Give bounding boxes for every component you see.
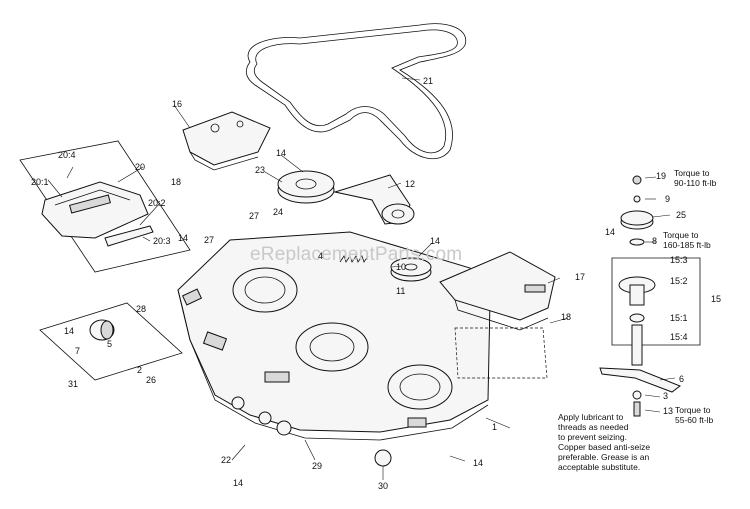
callout-11: 11 — [396, 286, 406, 296]
callout-13: 13 — [663, 406, 674, 416]
torque-note-8-line-1: Torque to — [663, 230, 699, 240]
callout-15-1: 15:1 — [670, 313, 688, 323]
callout-4: 4 — [318, 251, 324, 261]
callout-14-d: 14 — [430, 236, 441, 246]
callout-27-b: 27 — [204, 235, 215, 245]
bolt-part-13 — [633, 401, 641, 417]
callout-15: 15 — [711, 294, 722, 304]
callout-5: 5 — [107, 339, 113, 349]
washer-part-3 — [632, 390, 642, 400]
callout-10: 10 — [396, 262, 407, 272]
callout-15-4: 15:4 — [670, 332, 688, 342]
callout-17: 17 — [575, 272, 586, 282]
spring-part-4 — [339, 255, 369, 263]
spindle-part-15 — [618, 175, 656, 366]
callout-12: 12 — [405, 179, 416, 189]
callout-14-e: 14 — [605, 227, 616, 237]
anti-scalp-wheel-part-7 — [89, 319, 115, 341]
torque-note-19-line-2: 90-110 ft-lb — [674, 178, 717, 188]
lubricant-note-line-3: to prevent seizing. — [558, 432, 627, 442]
callout-9: 9 — [665, 194, 671, 204]
callout-24: 24 — [273, 207, 284, 217]
idler-arm-part-12 — [333, 174, 415, 225]
callout-20-1: 20:1 — [31, 177, 49, 187]
callout-22: 22 — [221, 455, 232, 465]
right-cover-part-17 — [439, 251, 556, 331]
callout-26: 26 — [146, 375, 157, 385]
callout-15-2: 15:2 — [670, 276, 688, 286]
callout-1: 1 — [492, 422, 498, 432]
callout-14-b: 14 — [178, 233, 189, 243]
callout-19: 19 — [656, 171, 667, 181]
lubricant-note-line-5: preferable. Grease is an — [558, 452, 650, 462]
leader-lines — [47, 77, 676, 480]
callout-3: 3 — [663, 391, 669, 401]
lubricant-note-line-6: acceptable substitute. — [558, 462, 641, 472]
left-cover-part-20 — [41, 181, 149, 239]
callout-16: 16 — [172, 99, 183, 109]
torque-note-8-line-2: 160-185 ft-lb — [663, 240, 711, 250]
callout-14-g: 14 — [473, 458, 484, 468]
callout-21: 21 — [423, 76, 434, 86]
lubricant-note-line-2: threads as needed — [558, 422, 629, 432]
torque-note-13-line-1: Torque to — [675, 405, 711, 415]
watermark-text: eReplacementParts.com — [250, 244, 463, 265]
callout-6: 6 — [679, 374, 685, 384]
blade-part-6 — [599, 367, 682, 393]
torque-note-13-line-2: 55-60 ft-lb — [675, 415, 714, 425]
callout-14-a: 14 — [276, 148, 287, 158]
callout-14-f: 14 — [233, 478, 244, 488]
lubricant-note: Apply lubricant to threads as needed to … — [558, 412, 650, 472]
callout-20: 20 — [135, 162, 146, 172]
callout-25: 25 — [676, 210, 687, 220]
callout-8: 8 — [652, 236, 658, 246]
spindle-group-box-15 — [611, 257, 701, 346]
bracket-part-20-2 — [104, 225, 154, 247]
torque-note-19-line-1: Torque to — [674, 168, 710, 178]
callout-15-3: 15:3 — [670, 255, 688, 265]
belt-cover-part-16 — [182, 111, 271, 171]
callout-29: 29 — [312, 461, 323, 471]
callout-20-3: 20:3 — [153, 236, 171, 246]
mower-deck-part-1 — [177, 231, 491, 467]
callout-23: 23 — [255, 165, 266, 175]
callout-31: 31 — [68, 379, 79, 389]
torque-note-8: Torque to 160-185 ft-lb — [663, 230, 711, 250]
lubricant-note-line-4: Copper based anti-seize — [558, 442, 651, 452]
callout-14-c: 14 — [64, 326, 75, 336]
callout-18-a: 18 — [171, 177, 182, 187]
pulley-part-23 — [277, 170, 335, 204]
wheel-group-box-31 — [39, 302, 183, 381]
pulley-part-10 — [390, 257, 432, 282]
torque-note-13: Torque to 55-60 ft-lb — [675, 405, 713, 425]
callout-30: 30 — [378, 481, 389, 491]
belt-part-21 — [245, 23, 467, 159]
callout-18-b: 18 — [561, 312, 572, 322]
callout-28: 28 — [136, 304, 147, 314]
callout-27-a: 27 — [249, 211, 260, 221]
callout-20-2: 20:2 — [148, 198, 166, 208]
callout-7: 7 — [75, 346, 81, 356]
callout-20-4: 20:4 — [58, 150, 76, 160]
torque-note-19: Torque to 90-110 ft-lb — [674, 168, 716, 188]
callout-2: 2 — [137, 365, 143, 375]
lubricant-note-line-1: Apply lubricant to — [558, 412, 624, 422]
